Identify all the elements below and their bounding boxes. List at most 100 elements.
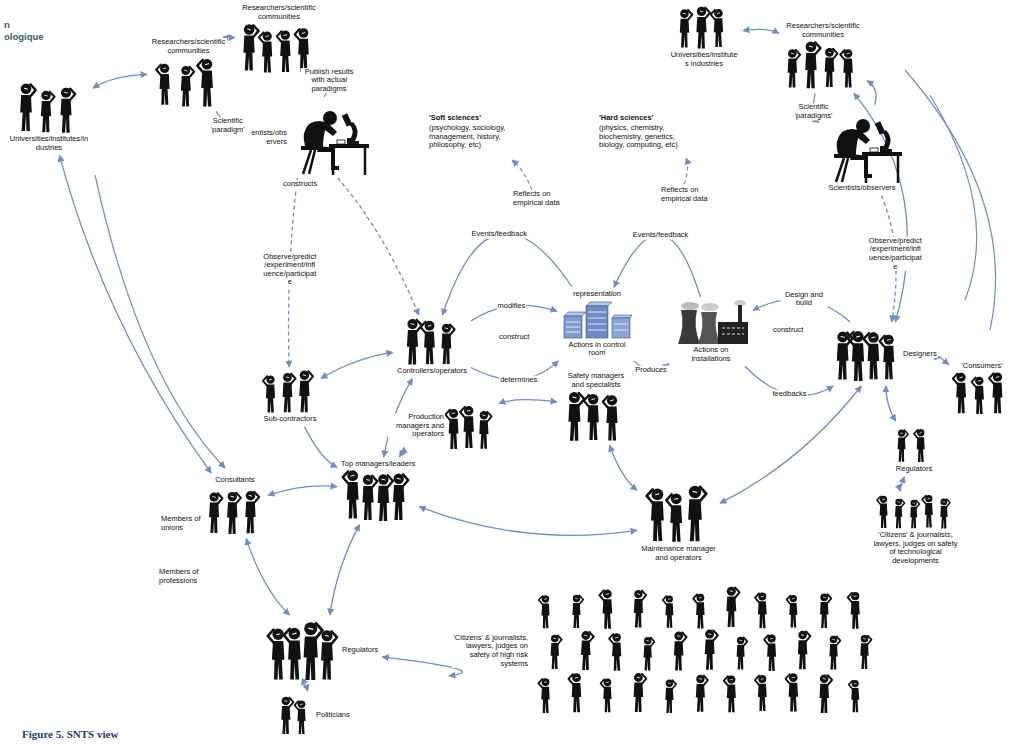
group-label: Actions in control room [560, 341, 634, 358]
figure-part [674, 498, 678, 500]
figure-part [904, 430, 908, 439]
group-label: representation [572, 290, 622, 299]
figure-part [993, 382, 1003, 413]
figure-part [668, 682, 671, 684]
figure-part [586, 306, 608, 338]
figure-part [49, 92, 54, 103]
connector-arrow [302, 684, 308, 691]
figure-group: Regulators [270, 618, 379, 682]
figure-part [829, 644, 837, 670]
figure-group: Safety managers and specialists [560, 372, 632, 442]
figure-part [837, 343, 849, 379]
figure-part [678, 310, 700, 344]
figure-part [724, 676, 729, 686]
group-label: Universities/institutes industries [668, 51, 740, 68]
figure-part [828, 52, 831, 54]
figure-group: Designers [835, 325, 938, 383]
figure-part [424, 332, 435, 365]
group-label: Researchers/scientific communities [782, 22, 864, 39]
figure-part [820, 602, 829, 628]
group-label: Politicians [315, 711, 351, 720]
figure-part [851, 688, 859, 712]
group-label: Researchers/scientific communities [238, 4, 320, 21]
people-figures [278, 694, 314, 736]
figure-part [281, 706, 290, 734]
figure-part [850, 154, 872, 178]
figure-part [851, 601, 860, 629]
people-figures [404, 318, 460, 366]
figure-part [843, 59, 852, 88]
figure-part [397, 478, 401, 479]
figure-part [564, 312, 586, 316]
figure-part [699, 597, 702, 599]
figure-part [900, 432, 903, 434]
figure-part [847, 53, 850, 55]
note-label: construct [772, 326, 804, 335]
edge-label: feedbacks [771, 390, 807, 399]
note-label: 'Hard sciences' [598, 114, 654, 123]
figure-part [295, 701, 299, 710]
figure-part [975, 385, 984, 413]
figure-part [589, 632, 594, 642]
figure-part [840, 50, 845, 60]
figure-part [588, 406, 599, 441]
group-label: Sub-contractors [263, 415, 318, 424]
group-label: 'Citizens' & journalists, lawyers, judge… [452, 634, 529, 669]
group-label: Regulators [895, 465, 933, 474]
figure-part [856, 119, 870, 133]
figure-part [646, 640, 649, 642]
figure-part [655, 494, 659, 495]
figure-part [670, 505, 682, 542]
figure-part [972, 377, 977, 387]
figure-part [688, 10, 693, 20]
figure-part [912, 502, 914, 504]
group-label: Actions on installations [675, 346, 747, 363]
connector-arrow [886, 386, 896, 421]
figure-part [606, 593, 609, 595]
figure-part [788, 59, 797, 88]
figure-part [789, 683, 798, 712]
group-label: 'Citizens' & journalists, lawyers, judge… [872, 531, 959, 566]
figure-part [366, 479, 370, 481]
figure-part [827, 594, 831, 603]
figure-part [820, 684, 830, 713]
figure-part [487, 412, 492, 422]
figure-part [916, 500, 919, 508]
figure-part [329, 144, 369, 148]
figure-part [184, 70, 187, 72]
group-label: Consultants [214, 476, 256, 485]
figure-part [836, 158, 848, 182]
figure-part [343, 471, 349, 484]
figure-group: Top managers/leaders [340, 460, 416, 522]
figure-part [321, 642, 333, 679]
connector-arrow [610, 445, 637, 490]
figure-part [44, 95, 47, 97]
figure-part [227, 502, 237, 534]
figure-part [302, 32, 306, 34]
figure-group: Actions on installations [672, 300, 750, 363]
figure-part [823, 597, 826, 599]
figure-part [253, 25, 259, 37]
figure-part [266, 36, 269, 38]
figure-part [665, 688, 673, 713]
figure-part [787, 596, 791, 605]
figure-part [272, 641, 285, 679]
figure-part [541, 687, 550, 713]
figure-part [705, 8, 710, 19]
figure-part [606, 407, 617, 441]
figure-part [688, 499, 702, 541]
figure-part [722, 328, 744, 334]
figure-part [450, 325, 455, 336]
figure-part [284, 34, 288, 36]
group-label: Safety managers and specialists [560, 372, 632, 389]
figure-part [877, 496, 881, 505]
figure-part [189, 67, 194, 78]
figure-part [849, 681, 853, 690]
figure-part [162, 68, 165, 70]
figure-part [737, 645, 745, 670]
control-room-buildings [562, 300, 632, 340]
figure-part [786, 674, 791, 684]
edge-label: modifies [497, 302, 527, 311]
figure-part [832, 639, 835, 641]
